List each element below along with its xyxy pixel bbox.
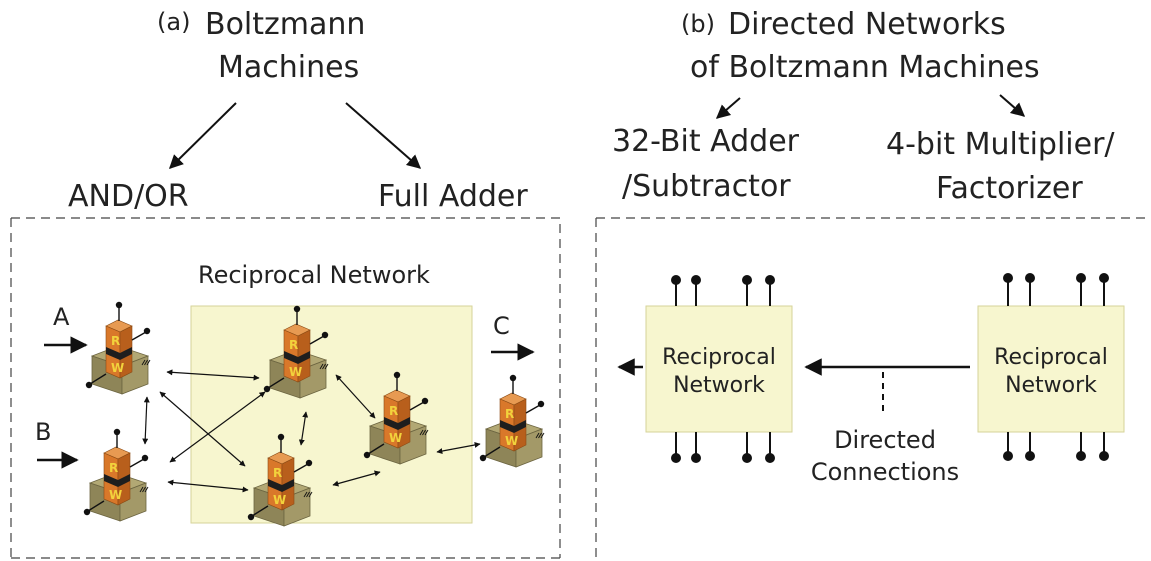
left-box-top-pin [765, 275, 775, 306]
connection-cell4-cell5 [332, 470, 381, 487]
left-box-label-line1: Reciprocal [662, 345, 776, 370]
branch-4bit-multiplier-line2: Factorizer [936, 171, 1083, 206]
connection-cell2-cell4 [167, 479, 249, 493]
p-bit-cell: RW [83, 428, 149, 522]
cell-read-letter: R [505, 407, 514, 421]
right-box-top-pin [1099, 273, 1109, 306]
right-box-bottom-pin [1003, 432, 1013, 461]
right-box-bottom-pin [1025, 432, 1035, 461]
connection-cell3-cell5 [335, 374, 376, 419]
panel-b-frame [595, 217, 1151, 561]
connection-cell5-cell6 [436, 442, 481, 454]
reciprocal-connections [142, 369, 481, 493]
left-box-top-pin [742, 275, 752, 306]
cell-read-letter: R [289, 338, 298, 352]
reciprocal-network-label: Reciprocal Network [198, 261, 430, 289]
reciprocal-network-box-right [977, 305, 1125, 433]
connection-cell1-cell3 [166, 369, 260, 381]
left-box-bottom-pin [671, 432, 681, 463]
cell-write-letter: W [389, 431, 402, 445]
right-box-top-pin [1076, 273, 1086, 306]
cell-write-letter: W [273, 493, 286, 507]
left-box-bottom-pin [691, 432, 701, 463]
cell-write-letter: W [289, 365, 302, 379]
arrow-to-32bit-adder [715, 97, 741, 119]
reciprocal-network-box-left [645, 305, 793, 433]
left-box-bottom-pin [765, 432, 775, 463]
branch-and-or: AND/OR [68, 179, 189, 214]
right-box-label-line2: Network [1005, 372, 1097, 398]
cell-write-letter: W [109, 488, 122, 502]
left-box-label-line2: Network [673, 372, 765, 398]
p-bit-cell: RW [263, 305, 329, 399]
right-box-label-line1: Reciprocal [994, 345, 1108, 370]
cell-read-letter: R [273, 466, 282, 480]
arrow-to-and-or [169, 102, 237, 169]
arrow-to-full-adder [345, 102, 422, 169]
p-bit-cell: RW [479, 374, 545, 468]
connection-cell3-cell4 [298, 411, 309, 446]
input-a-label: A [53, 303, 70, 331]
cell-read-letter: R [389, 404, 398, 418]
input-b-label: B [35, 418, 52, 446]
p-bit-cell: RW [363, 371, 429, 465]
right-box-bottom-pin [1099, 432, 1109, 461]
directed-connections-line1: Directed [834, 426, 936, 454]
left-box-top-pin [671, 275, 681, 306]
connection-cell1-cell2 [142, 396, 150, 445]
panel-a-marker: (a) [157, 8, 191, 36]
panel-a-title-line2: Machines [218, 50, 360, 85]
cell-write-letter: W [111, 361, 124, 375]
branch-full-adder: Full Adder [378, 179, 528, 214]
branch-32bit-adder-line1: 32-Bit Adder [612, 124, 800, 159]
left-box-top-pin [691, 275, 701, 306]
cell-read-letter: R [111, 334, 120, 348]
panel-a-frame [10, 217, 561, 559]
output-c-label: C [493, 312, 510, 340]
panel-b-marker: (b) [681, 10, 715, 38]
p-bit-cell: RW [85, 301, 151, 395]
arrow-to-4bit-multiplier [999, 94, 1026, 117]
left-box-bottom-pin [742, 432, 752, 463]
cell-read-letter: R [109, 461, 118, 475]
branch-4bit-multiplier-line1: 4-bit Multiplier/ [886, 127, 1115, 162]
p-bit-cell: RW [247, 433, 313, 527]
panel-a-title-line1: Boltzmann [205, 7, 366, 42]
right-box-top-pin [1025, 273, 1035, 306]
right-box-bottom-pin [1076, 432, 1086, 461]
reciprocal-network-region [190, 305, 473, 524]
panel-b-title-line1: Directed Networks [728, 7, 1006, 42]
right-box-top-pin [1003, 273, 1013, 306]
directed-connections-line2: Connections [810, 458, 960, 487]
panel-b-title-line2: of Boltzmann Machines [690, 50, 1040, 85]
cell-write-letter: W [505, 434, 518, 448]
connection-cell2-cell3 [169, 391, 266, 463]
branch-32bit-adder-line2: /Subtractor [622, 169, 791, 204]
